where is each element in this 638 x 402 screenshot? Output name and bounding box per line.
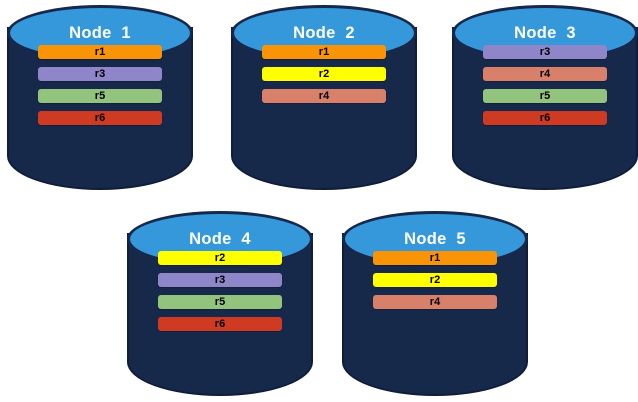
replica-label: r4 (539, 67, 551, 80)
replica-bar[interactable]: r1 (373, 251, 497, 265)
replica-label: r3 (94, 67, 106, 80)
replica-bar[interactable]: r2 (158, 251, 282, 265)
replica-list: r1 r2 r4 (373, 251, 497, 309)
replica-label: r1 (94, 45, 106, 58)
replica-list: r1 r2 r4 (262, 45, 386, 103)
replica-bar[interactable]: r3 (38, 67, 162, 81)
replica-bar[interactable]: r4 (483, 67, 607, 81)
replica-label: r2 (318, 67, 330, 80)
replica-bar[interactable]: r4 (262, 89, 386, 103)
replica-bar[interactable]: r5 (483, 89, 607, 103)
replica-label: r2 (429, 273, 441, 286)
replica-label: r5 (539, 89, 551, 102)
replica-label: r4 (318, 89, 330, 102)
replica-label: r5 (94, 89, 106, 102)
replica-label: r1 (318, 45, 330, 58)
replica-bar[interactable]: r1 (262, 45, 386, 59)
replica-label: r2 (214, 251, 226, 264)
replica-list: r3 r4 r5 r6 (483, 45, 607, 125)
replica-label: r4 (429, 295, 441, 308)
replica-bar[interactable]: r3 (158, 273, 282, 287)
replica-bar[interactable]: r5 (38, 89, 162, 103)
replica-label: r3 (539, 45, 551, 58)
replica-bar[interactable]: r2 (262, 67, 386, 81)
replica-bar[interactable]: r3 (483, 45, 607, 59)
replica-list: r2 r3 r5 r6 (158, 251, 282, 331)
replica-label: r6 (214, 317, 226, 330)
replica-bar[interactable]: r1 (38, 45, 162, 59)
replica-bar[interactable]: r4 (373, 295, 497, 309)
replica-bar[interactable]: r5 (158, 295, 282, 309)
replica-label: r6 (94, 111, 106, 124)
replica-label: r6 (539, 111, 551, 124)
replica-bar[interactable]: r2 (373, 273, 497, 287)
replica-label: r1 (429, 251, 441, 264)
replica-bar[interactable]: r6 (158, 317, 282, 331)
replica-list: r1 r3 r5 r6 (38, 45, 162, 125)
replica-label: r3 (214, 273, 226, 286)
replica-bar[interactable]: r6 (38, 111, 162, 125)
replica-bar[interactable]: r6 (483, 111, 607, 125)
replica-label: r5 (214, 295, 226, 308)
